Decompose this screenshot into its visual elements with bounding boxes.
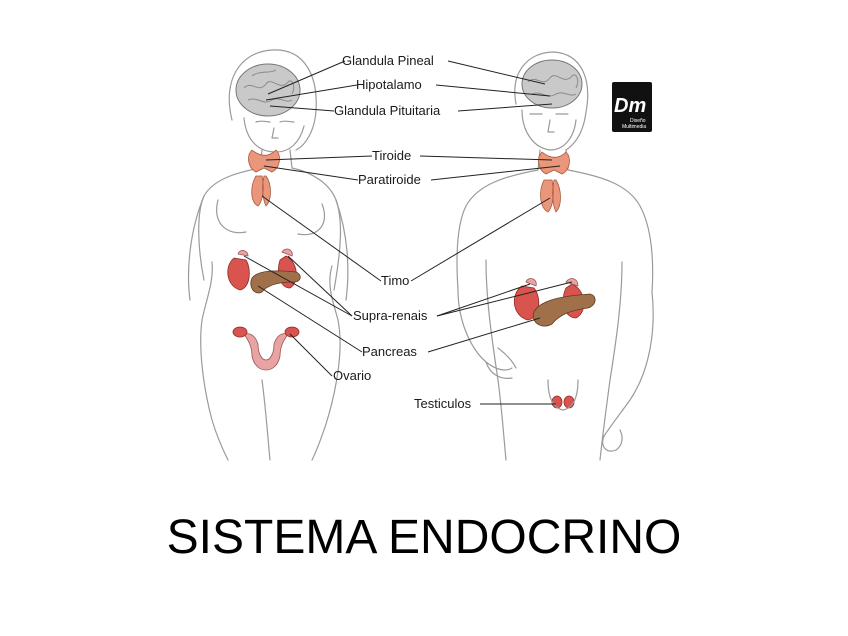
- label-pituitaria: Glandula Pituitaria: [334, 103, 441, 118]
- female-left-adrenal: [237, 250, 249, 257]
- logo-background: [612, 82, 652, 132]
- male-thymus: [540, 179, 561, 213]
- male-left-adrenal: [525, 278, 537, 287]
- female-left-kidney: [227, 257, 250, 291]
- label-pancreas: Pancreas: [362, 344, 417, 359]
- leader-lines: [243, 60, 573, 405]
- female-thymus: [251, 175, 271, 207]
- label-testiculos: Testiculos: [414, 396, 472, 411]
- logo-line2: Multimedia: [622, 124, 646, 130]
- logo-line1: Diseño: [630, 118, 646, 124]
- female-right-adrenal: [281, 248, 293, 257]
- endocrine-diagram: Glandula Pineal Hipotalamo Glandula Pitu…: [187, 49, 654, 461]
- male-figure: [456, 51, 654, 461]
- female-thyroid: [248, 149, 280, 173]
- female-right-ovary: [284, 326, 300, 338]
- male-right-testicle: [563, 395, 575, 409]
- label-tiroide: Tiroide: [372, 148, 411, 163]
- label-hipotalamo: Hipotalamo: [356, 77, 422, 92]
- labels: Glandula Pineal Hipotalamo Glandula Pitu…: [333, 53, 472, 411]
- male-left-testicle: [551, 395, 563, 409]
- female-figure: [187, 49, 349, 461]
- label-timo: Timo: [381, 273, 409, 288]
- label-suprarenais: Supra-renais: [353, 308, 428, 323]
- female-pancreas: [250, 270, 301, 294]
- page-title: SISTEMA ENDOCRINO: [166, 511, 682, 564]
- label-paratiroide: Paratiroide: [358, 172, 421, 187]
- female-uterus: [243, 333, 289, 371]
- male-pancreas: [532, 293, 596, 327]
- female-left-ovary: [232, 326, 248, 338]
- male-thyroid: [538, 151, 570, 175]
- dm-logo: Dm Diseño Multimedia: [612, 82, 652, 132]
- female-brain: [235, 63, 301, 117]
- label-ovario: Ovario: [333, 368, 371, 383]
- male-brain: [521, 59, 583, 109]
- label-pineal: Glandula Pineal: [342, 53, 434, 68]
- logo-mark: Dm: [614, 95, 646, 117]
